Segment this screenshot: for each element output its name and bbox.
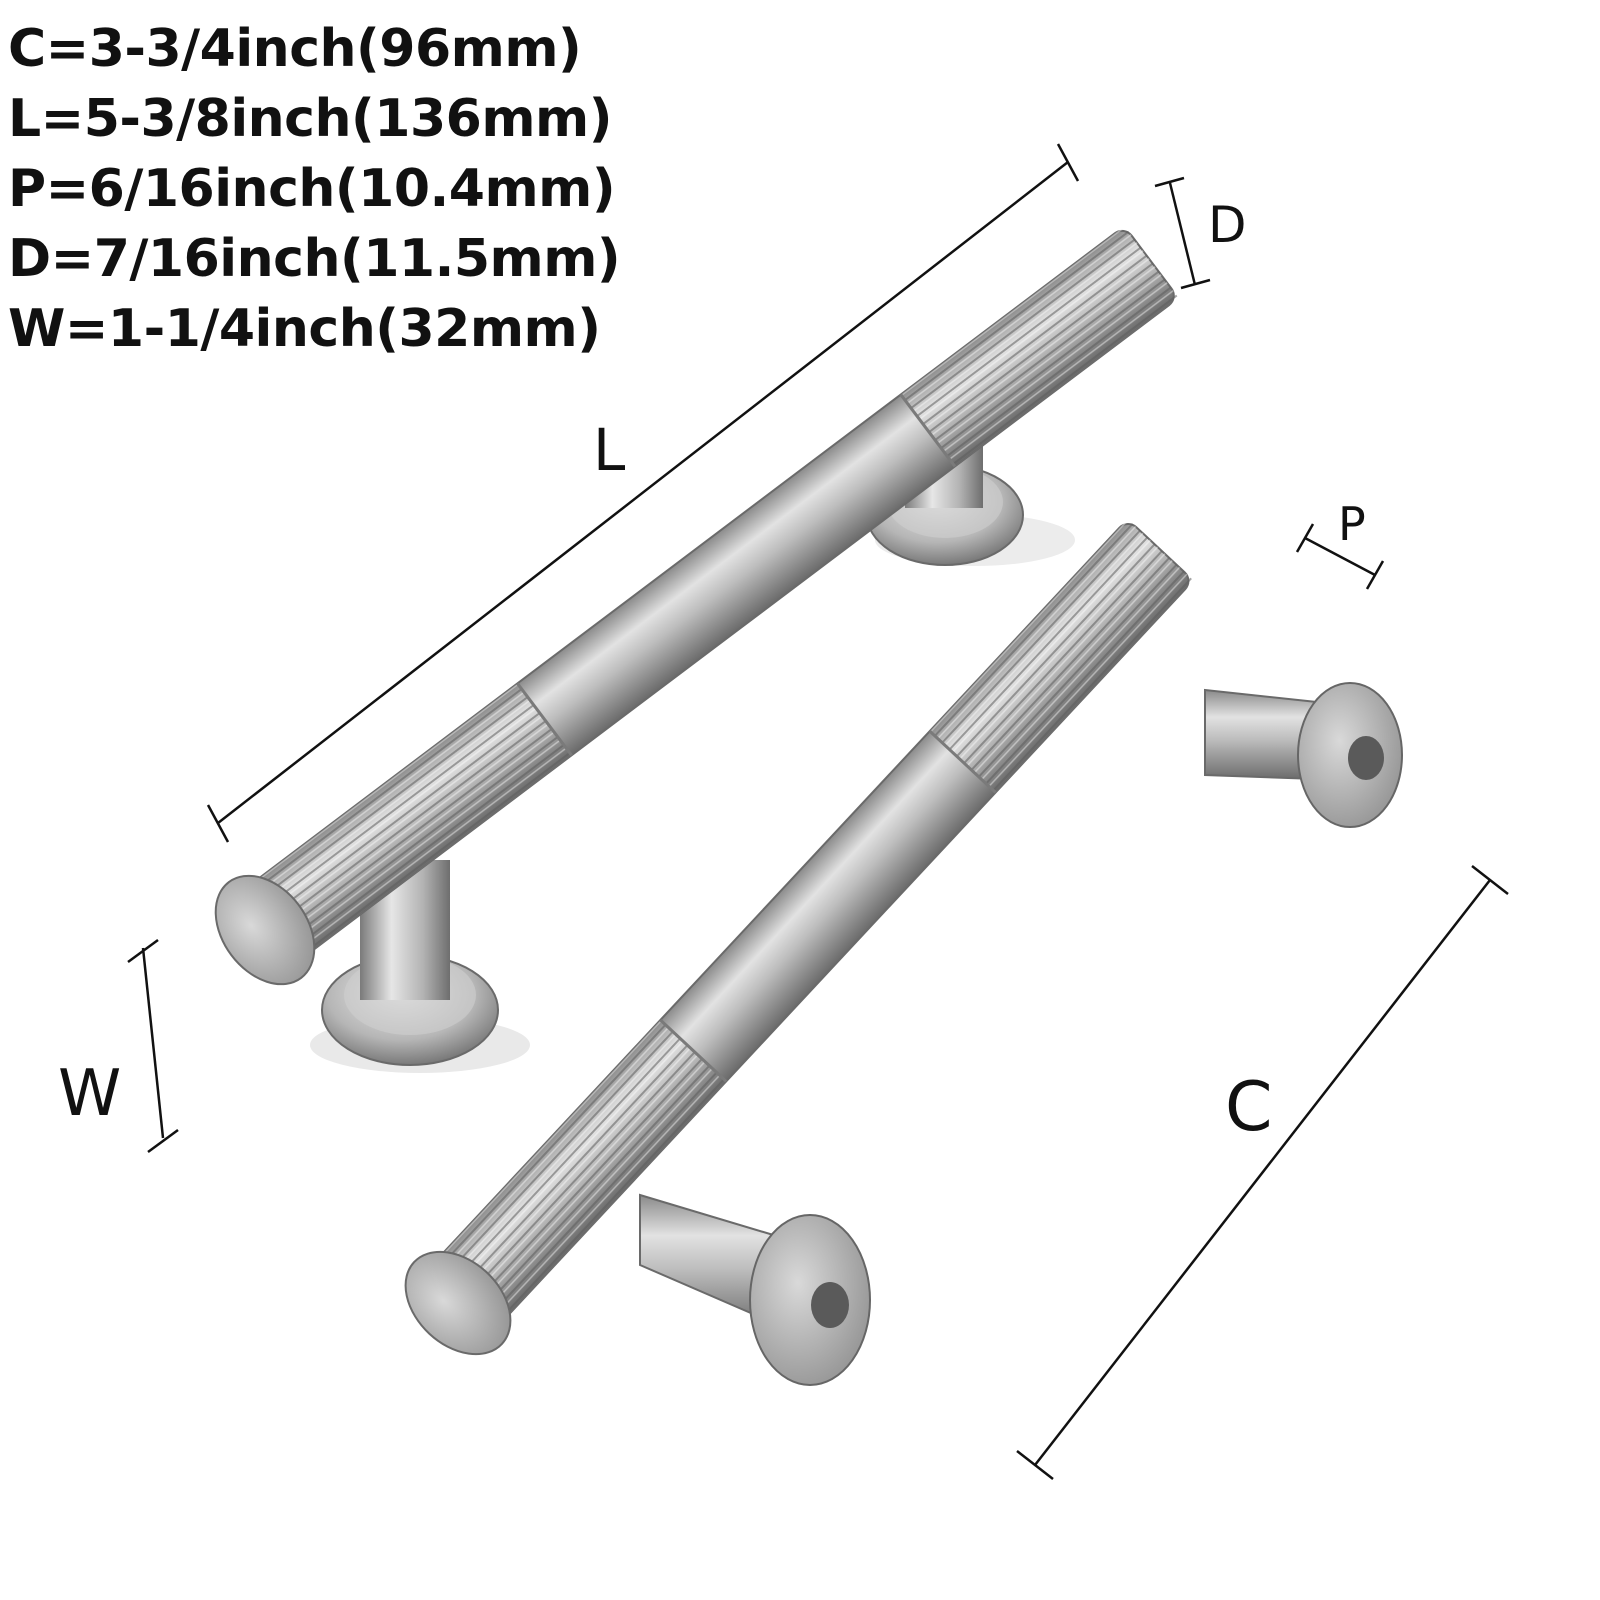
fluted-grip-front-left	[425, 1019, 727, 1334]
dimension-line-w	[127, 938, 179, 1154]
fluted-grip-left	[237, 683, 572, 966]
fluted-grip-front-right	[929, 519, 1194, 793]
post-front-right	[1204, 682, 1403, 828]
spec-list: C=3-3/4inch(96mm) L=5-3/8inch(136mm) P=6…	[8, 14, 621, 364]
spec-l: L=5-3/8inch(136mm)	[8, 89, 612, 149]
bar-back	[237, 226, 1179, 966]
bar-front	[425, 519, 1194, 1334]
screw-hole-right	[1348, 736, 1384, 780]
dimension-line-c	[1016, 865, 1509, 1480]
screw-hole-left	[811, 1282, 849, 1328]
label-d: D	[1208, 196, 1247, 254]
spec-d: D=7/16inch(11.5mm)	[8, 229, 621, 289]
label-p: P	[1338, 497, 1366, 551]
handle-front	[404, 519, 1403, 1386]
label-w: W	[58, 1057, 121, 1131]
end-cap-front	[404, 1250, 512, 1356]
dimension-line-l	[206, 143, 1080, 843]
dimension-line-p	[1295, 523, 1385, 590]
end-cap-back	[214, 874, 316, 986]
label-l: L	[593, 416, 625, 484]
spec-c: C=3-3/4inch(96mm)	[8, 19, 582, 79]
spec-w: W=1-1/4inch(32mm)	[8, 299, 601, 359]
dimension-line-d	[1154, 176, 1211, 290]
fluted-grip-right	[900, 226, 1179, 467]
handle-back	[214, 226, 1179, 1073]
label-c: C	[1225, 1068, 1272, 1147]
post-front-left	[639, 1193, 871, 1386]
spec-p: P=6/16inch(10.4mm)	[8, 159, 616, 219]
